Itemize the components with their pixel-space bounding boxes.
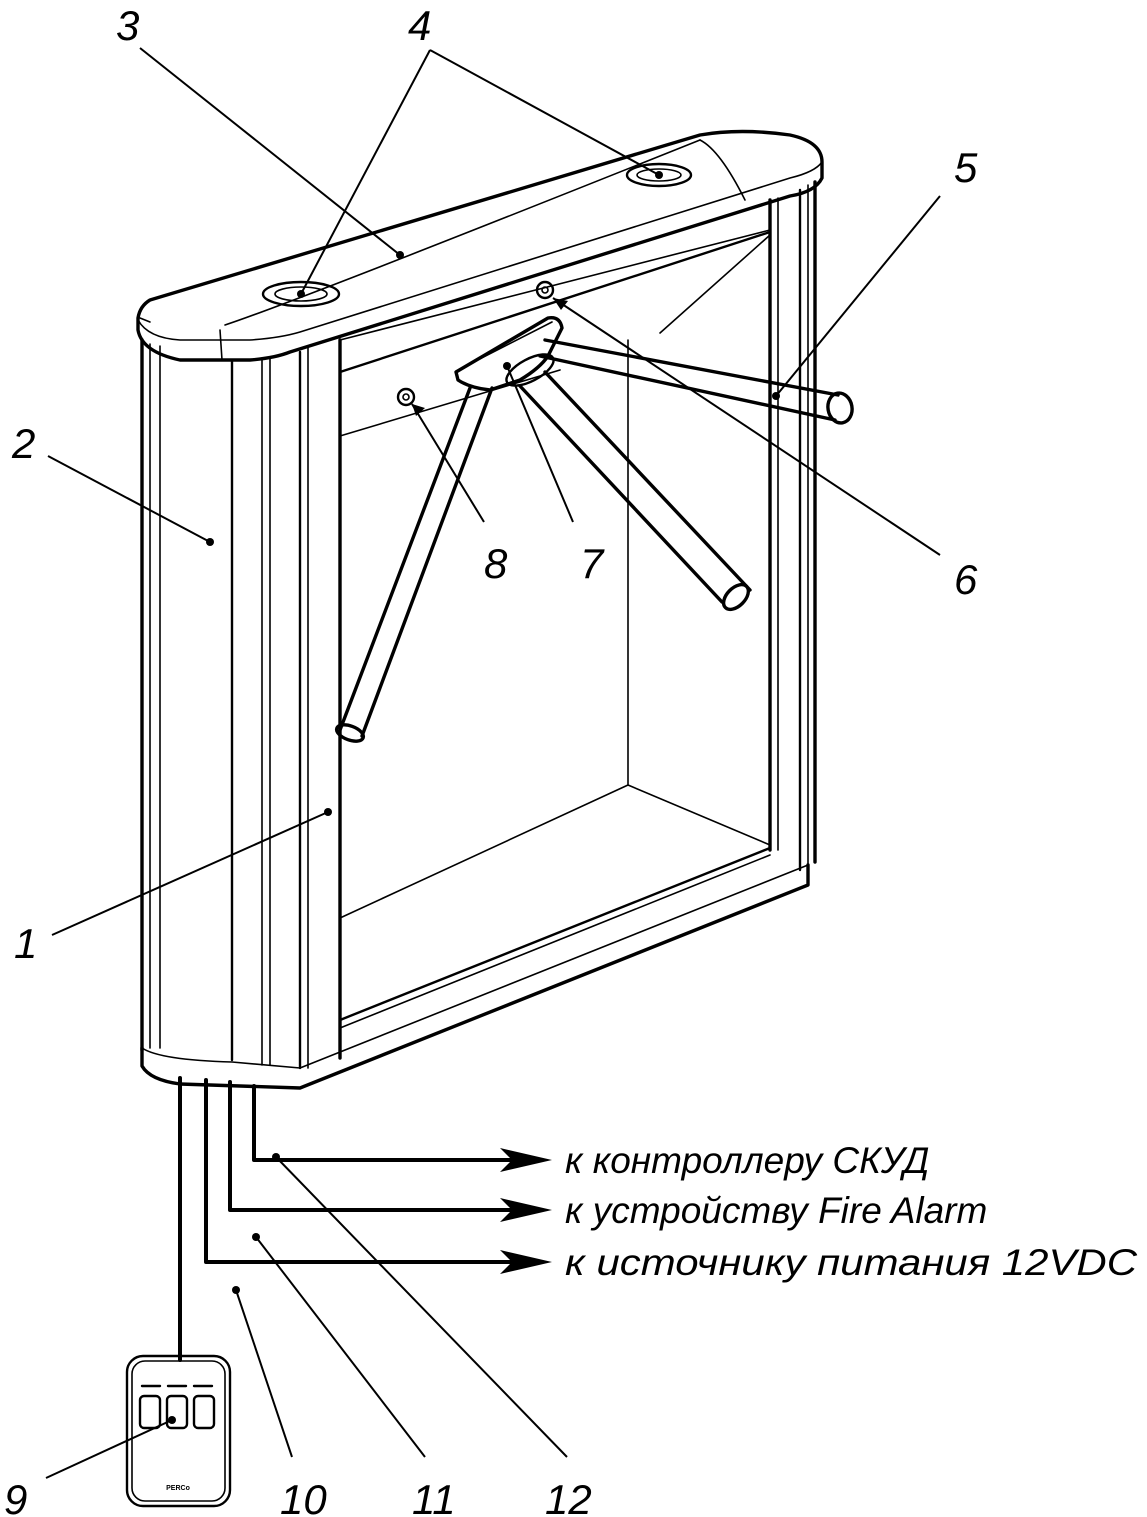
connection-controller: к контроллеру СКУД — [565, 1140, 929, 1181]
sensors — [396, 280, 555, 407]
top-cover — [136, 129, 824, 362]
indicator-right — [625, 162, 693, 188]
arrow-power-icon — [500, 1250, 552, 1274]
cable-power — [204, 1078, 522, 1264]
label-3: 3 — [116, 2, 139, 49]
part-labels: 1 2 3 4 5 6 7 8 9 10 11 12 — [4, 2, 978, 1517]
label-8: 8 — [484, 540, 508, 587]
label-10: 10 — [280, 1476, 327, 1517]
frame-opening — [338, 229, 772, 1029]
remote-button-2 — [165, 1394, 189, 1430]
label-6: 6 — [954, 556, 978, 603]
label-12: 12 — [545, 1476, 592, 1517]
leader-lines — [45, 47, 941, 1479]
label-9: 9 — [4, 1476, 27, 1517]
label-7: 7 — [580, 540, 605, 587]
arrow-controller-icon — [500, 1148, 552, 1172]
sensor-6 — [535, 280, 555, 300]
remote-button-3 — [192, 1394, 216, 1430]
connection-power: к источнику питания 12VDC — [565, 1242, 1137, 1283]
label-5: 5 — [954, 144, 978, 191]
indicator-left — [261, 280, 341, 308]
cable-fire-alarm — [228, 1080, 522, 1212]
cable-controller — [252, 1084, 522, 1162]
connection-fire-alarm: к устройству Fire Alarm — [565, 1190, 987, 1231]
sensor-8 — [396, 387, 416, 407]
left-cabinet — [140, 338, 810, 1090]
label-1: 1 — [14, 920, 37, 967]
label-11: 11 — [412, 1476, 456, 1517]
connection-labels: к контроллеру СКУД к устройству Fire Ala… — [565, 1140, 1137, 1283]
label-4: 4 — [408, 2, 431, 49]
remote-brand: PERCo — [166, 1485, 190, 1492]
rotator-hub — [454, 316, 564, 392]
cables — [178, 1076, 552, 1362]
remote-button-1 — [138, 1394, 162, 1430]
right-post — [768, 180, 817, 872]
remote-control: PERCo — [125, 1354, 232, 1508]
arrow-fire-alarm-icon — [500, 1198, 552, 1222]
label-2: 2 — [11, 420, 35, 467]
